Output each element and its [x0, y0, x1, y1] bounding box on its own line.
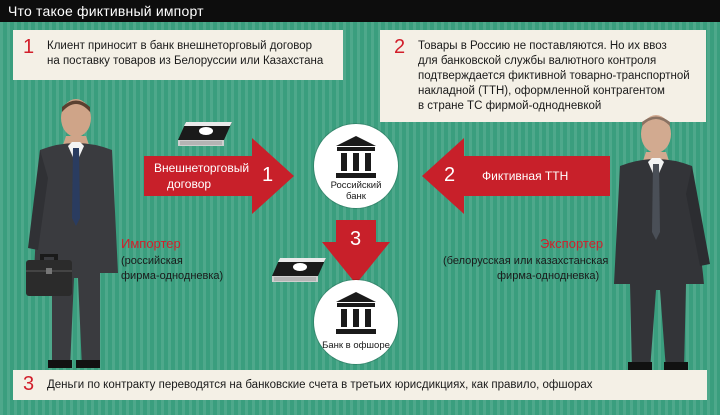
- russian-bank-label: Российский банк: [326, 180, 386, 202]
- exporter-desc-line-2: фирма-однодневка): [497, 270, 600, 282]
- title-bar: Что такое фиктивный импорт: [0, 0, 720, 22]
- arrow-1-label-line-1: Внешнеторговый: [154, 161, 250, 175]
- arrow-1: [144, 138, 294, 214]
- money-stack-icon-2: [272, 258, 326, 282]
- bank-building-icon: [336, 292, 376, 334]
- step-1-box: 1 Клиент приносит в банк внешнеторговый …: [13, 30, 343, 80]
- page-title: Что такое фиктивный импорт: [8, 3, 204, 19]
- step-2-text-line-5: в стране ТС фирмой-однодневкой: [418, 100, 602, 112]
- step-1-number: 1: [23, 36, 35, 58]
- russian-bank-label-line-2: банк: [346, 191, 366, 202]
- step-2-box: 2 Товары в Россию не поставляются. Но их…: [380, 30, 706, 122]
- step-1-text-line-1: Клиент приносит в банк внешнеторговый до…: [47, 40, 312, 52]
- step-1-text-line-2: на поставку товаров из Белоруссии или Ка…: [47, 55, 324, 67]
- step-3-number: 3: [23, 373, 35, 395]
- arrow-2-number: 2: [444, 164, 456, 186]
- arrow-2-label: Фиктивная ТТН: [482, 169, 569, 183]
- briefcase-icon: [26, 254, 72, 296]
- arrow-3-number: 3: [350, 228, 362, 250]
- bank-building-icon: [336, 136, 376, 178]
- step-2-text-line-4: накладной (ТТН), оформленной контрагенто…: [418, 85, 665, 97]
- exporter-role: Экспортер: [540, 236, 604, 251]
- step-2-text-line-3: подтверждается фиктивной товарно-транспо…: [418, 70, 690, 82]
- step-3-text: Деньги по контракту переводятся на банко…: [47, 379, 593, 391]
- importer-desc-line-1: (российская: [121, 255, 183, 267]
- money-stack-icon-1: [178, 122, 232, 146]
- step-2-number: 2: [394, 36, 406, 58]
- step-2-text-line-2: для банковской службы валютного контроля: [418, 55, 657, 67]
- arrow-1-number: 1: [262, 164, 274, 186]
- importer-role: Импортер: [121, 236, 181, 251]
- businessman-importer-icon: [28, 99, 118, 368]
- arrow-2: [422, 138, 610, 214]
- russian-bank-label-line-1: Российский: [330, 180, 382, 191]
- importer-desc-line-2: фирма-однодневка): [121, 270, 224, 282]
- offshore-bank-label: Банк в офшоре: [322, 340, 390, 351]
- step-2-text-line-1: Товары в Россию не поставляются. Но их в…: [418, 40, 667, 52]
- arrow-3: [322, 220, 390, 284]
- businessman-exporter-icon: [614, 115, 710, 370]
- arrow-1-label-line-2: договор: [167, 177, 212, 191]
- exporter-desc-line-1: (белорусская или казахстанская: [443, 255, 609, 267]
- step-3-box: 3 Деньги по контракту переводятся на бан…: [13, 370, 707, 400]
